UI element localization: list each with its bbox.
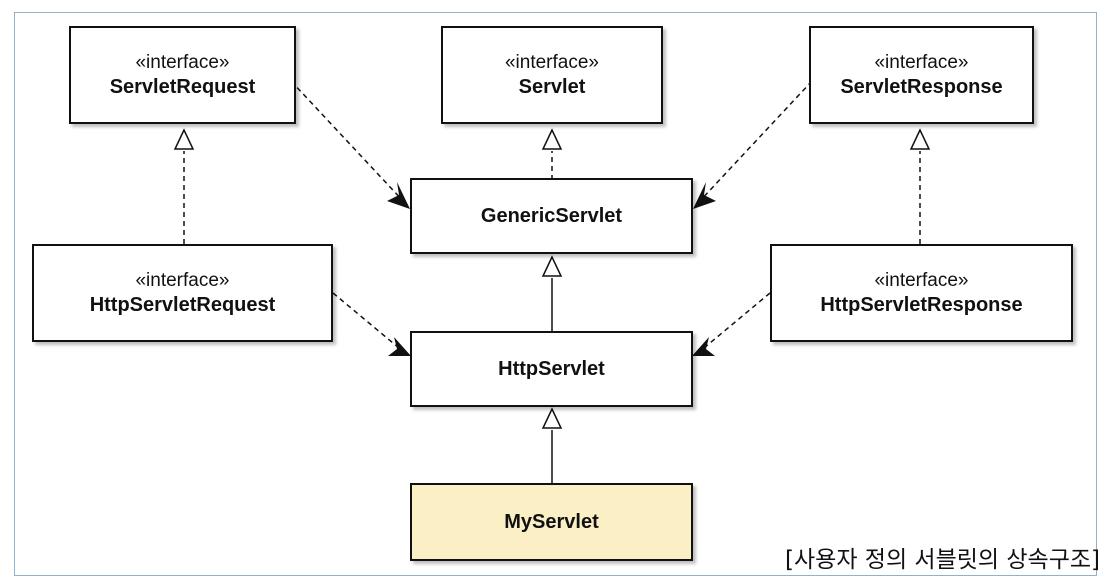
dependency-line-httpservletresponse-httpservlet	[697, 292, 771, 354]
node-name: MyServlet	[504, 511, 599, 533]
open-arrowhead	[692, 337, 715, 356]
http-servlet-class-box: HttpServlet	[410, 331, 693, 407]
generic-servlet-class-box: GenericServlet	[410, 178, 693, 254]
stereotype-label: «interface»	[135, 270, 230, 291]
servlet-response-interface-box: «interface» ServletResponse	[809, 26, 1034, 124]
open-arrowhead	[693, 182, 716, 209]
hollow-triangle-arrowhead	[541, 128, 563, 150]
dependency-line-httpservletrequest-httpservlet	[332, 292, 406, 354]
node-name: ServletRequest	[109, 76, 256, 98]
hollow-triangle-arrowhead	[541, 407, 563, 429]
node-name: ServletResponse	[840, 76, 1003, 98]
node-name: GenericServlet	[480, 205, 623, 227]
hollow-triangle-arrowhead	[909, 128, 931, 150]
hollow-triangle-arrowhead	[173, 128, 195, 150]
http-servlet-response-interface-box: «interface» HttpServletResponse	[770, 244, 1073, 342]
servlet-request-interface-box: «interface» ServletRequest	[69, 26, 296, 124]
my-servlet-class-box: MyServlet	[410, 483, 693, 561]
servlet-interface-box: «interface» Servlet	[441, 26, 663, 124]
hollow-triangle-arrowhead	[541, 255, 563, 277]
open-arrowhead	[388, 337, 411, 356]
diagram-frame: «interface» ServletRequest «interface» S…	[14, 12, 1097, 576]
http-servlet-request-interface-box: «interface» HttpServletRequest	[32, 244, 333, 342]
node-name: HttpServlet	[498, 358, 605, 380]
diagram-caption: [사용자 정의 서블릿의 상속구조]	[785, 547, 1100, 573]
node-name: HttpServletRequest	[89, 294, 276, 316]
stereotype-label: «interface»	[874, 52, 969, 73]
open-arrowhead	[387, 182, 410, 209]
relation-edges	[173, 80, 931, 483]
dependency-line-servletresponse-genericservlet	[697, 80, 813, 204]
node-name: HttpServletResponse	[820, 294, 1023, 316]
stereotype-label: «interface»	[874, 270, 969, 291]
stereotype-label: «interface»	[504, 52, 599, 73]
stereotype-label: «interface»	[135, 52, 230, 73]
node-name: Servlet	[518, 76, 586, 98]
dependency-line-servletrequest-genericservlet	[290, 80, 406, 204]
